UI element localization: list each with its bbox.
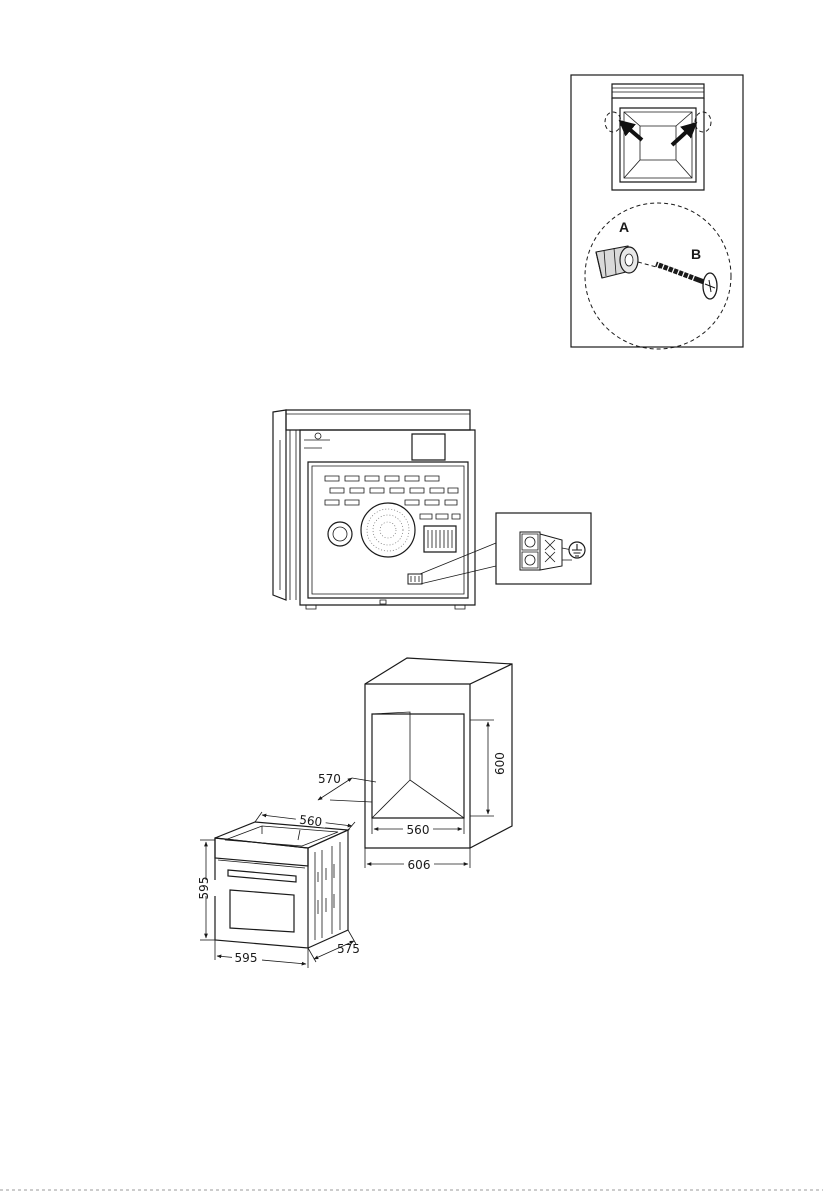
dim-cabinet-outer-width: 606 bbox=[365, 848, 470, 872]
fixing-detail-panel: A B bbox=[571, 75, 743, 349]
dim-606-label: 606 bbox=[408, 858, 431, 872]
dim-cabinet-height: 600 bbox=[470, 720, 507, 816]
part-a-label: A bbox=[619, 219, 629, 235]
oven-rear-view bbox=[273, 410, 496, 609]
dim-cabinet-inner-width: 560 bbox=[372, 818, 464, 837]
dim-595-height-label: 595 bbox=[197, 877, 211, 900]
vent-slots bbox=[325, 476, 460, 519]
screw-b bbox=[656, 260, 717, 299]
spacer-bushing-a bbox=[596, 246, 638, 278]
dim-575-label: 575 bbox=[337, 942, 360, 956]
dim-oven-depth: 575 bbox=[308, 930, 360, 962]
part-b-label: B bbox=[691, 246, 701, 262]
dim-560-inner-label: 560 bbox=[407, 823, 430, 837]
fan-cover bbox=[361, 503, 415, 557]
oven-isometric bbox=[215, 822, 348, 948]
dim-560-oven-label: 560 bbox=[299, 813, 323, 830]
cabinet-niche bbox=[365, 658, 512, 848]
dim-oven-top-width: 560 bbox=[255, 810, 355, 830]
dim-600-label: 600 bbox=[493, 752, 507, 775]
dim-595-width-label: 595 bbox=[235, 951, 258, 965]
dim-cabinet-depth: 570 bbox=[318, 772, 376, 802]
oven-front-sketch bbox=[605, 84, 711, 190]
terminal-block-callout bbox=[496, 513, 591, 584]
dim-oven-height: 595 bbox=[190, 840, 216, 940]
dim-570-label: 570 bbox=[318, 772, 341, 786]
ground-symbol-icon bbox=[569, 542, 585, 558]
